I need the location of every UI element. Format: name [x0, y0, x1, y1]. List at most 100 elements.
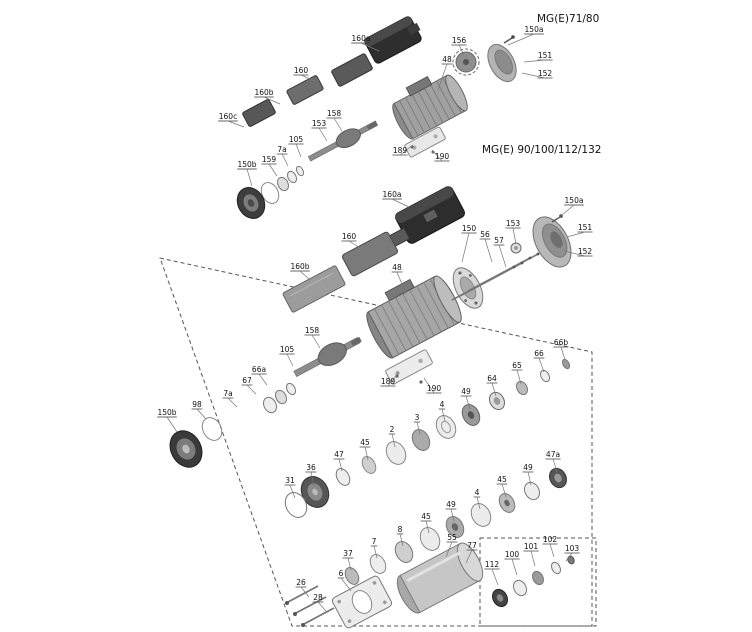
callout-label: 49 [461, 387, 471, 396]
callout-leader [425, 520, 430, 534]
callout-label: 103 [565, 544, 580, 553]
callout-leader [166, 416, 178, 433]
callout-label: 100 [505, 550, 520, 559]
lock-washer-large [274, 389, 288, 405]
callout-leader [311, 334, 321, 349]
callout-label: 102 [543, 535, 558, 544]
callout-leader [556, 204, 575, 220]
callout-leader [348, 240, 363, 250]
terminal-box-cover-small [364, 16, 422, 64]
impeller [445, 516, 465, 538]
callout-label: 57 [494, 236, 504, 245]
callout-label: 158 [327, 109, 342, 118]
callout-label: 48 [392, 263, 402, 272]
callout-leader [286, 353, 294, 367]
callout-label: 160b [290, 262, 309, 271]
callout-label: 49 [446, 500, 456, 509]
neck-ring [524, 481, 540, 501]
callout-label: 189 [381, 377, 396, 386]
spring-washer-small [276, 176, 290, 192]
callout-label: 6 [339, 569, 344, 578]
callout-leader [338, 458, 343, 472]
terminal-box-cover-large [395, 186, 465, 244]
seal-ring [513, 579, 527, 597]
terminal-box-small [286, 75, 324, 105]
callout-label: 190 [435, 152, 450, 161]
callout-label: 159 [262, 155, 277, 164]
callout-leader [538, 357, 545, 373]
callout-leader [246, 384, 257, 395]
stator-small [392, 74, 468, 140]
callout-leader [465, 395, 471, 410]
callout-label: 28 [313, 593, 323, 602]
callout-label: 4 [475, 488, 480, 497]
impeller-dark [549, 467, 567, 489]
callout-leader [246, 168, 253, 187]
callout-label: 65 [512, 361, 522, 370]
callout-leader [511, 558, 518, 576]
callout-label: 151 [578, 223, 593, 232]
callout-leader [530, 550, 536, 567]
callout-leader [423, 377, 435, 394]
fan-small [452, 48, 480, 76]
callout-leader [507, 33, 535, 46]
callout-leader [431, 149, 443, 162]
callout-leader [364, 446, 369, 461]
callout-leader [484, 238, 493, 263]
callout-leader [263, 96, 281, 105]
callout-leader [391, 433, 396, 448]
callout-label: 47a [546, 450, 560, 459]
callout-label: 189 [393, 146, 408, 155]
callout-label: 77 [467, 541, 477, 550]
callout-label: 47 [334, 450, 344, 459]
callout-label: 7 [372, 537, 377, 546]
base-flange [331, 575, 393, 629]
rotor-small [307, 120, 379, 162]
fan-cover-large [532, 216, 572, 268]
callout-label: 3 [415, 413, 420, 422]
callout-label: 66b [554, 338, 569, 347]
circlip-small [295, 165, 305, 177]
callout-leader [196, 408, 207, 420]
callout-label: 150b [237, 160, 256, 169]
washer-small [286, 170, 298, 184]
callout-leader [289, 484, 296, 499]
callout-leader [465, 549, 473, 564]
callout-label: 55 [447, 533, 457, 542]
callout-layer: 160a160160b160c48150a1511521561581531057… [157, 25, 593, 612]
callout-leader [373, 545, 378, 559]
callout-leader [445, 541, 453, 558]
callout-label: 67 [242, 376, 252, 385]
callout-leader [300, 74, 318, 83]
callout-label: 150b [157, 408, 176, 417]
title-motor-small: MG(E)71/80 [537, 13, 599, 25]
callout-label: 26 [296, 578, 306, 587]
callout-leader [450, 508, 455, 522]
neck-ring [361, 456, 377, 474]
callout-label: 160 [294, 66, 309, 75]
callout-leader [441, 408, 446, 422]
tie-bolts-large [451, 253, 539, 301]
callout-leader [491, 568, 499, 586]
callout-leader [387, 371, 400, 387]
callout-leader [566, 231, 586, 238]
callout-leader [523, 59, 546, 63]
spacer [515, 380, 529, 396]
pump-sleeve [396, 542, 484, 614]
callout-leader [491, 382, 497, 397]
callout-label: 150 [462, 224, 477, 233]
callout-label: 160c [219, 112, 237, 121]
callout-leader [552, 458, 558, 473]
terminal-box-large [341, 231, 399, 277]
callout-leader [458, 44, 465, 56]
callout-leader [565, 552, 573, 562]
bearing-large [510, 242, 522, 254]
title-motor-large: MG(E) 90/100/112/132 [482, 144, 601, 156]
callout-label: 45 [421, 512, 431, 521]
callout-label: 37 [343, 549, 353, 558]
callout-leader [560, 346, 566, 361]
washer [539, 369, 551, 383]
callout-leader [281, 153, 289, 167]
seal-seat [492, 588, 508, 608]
